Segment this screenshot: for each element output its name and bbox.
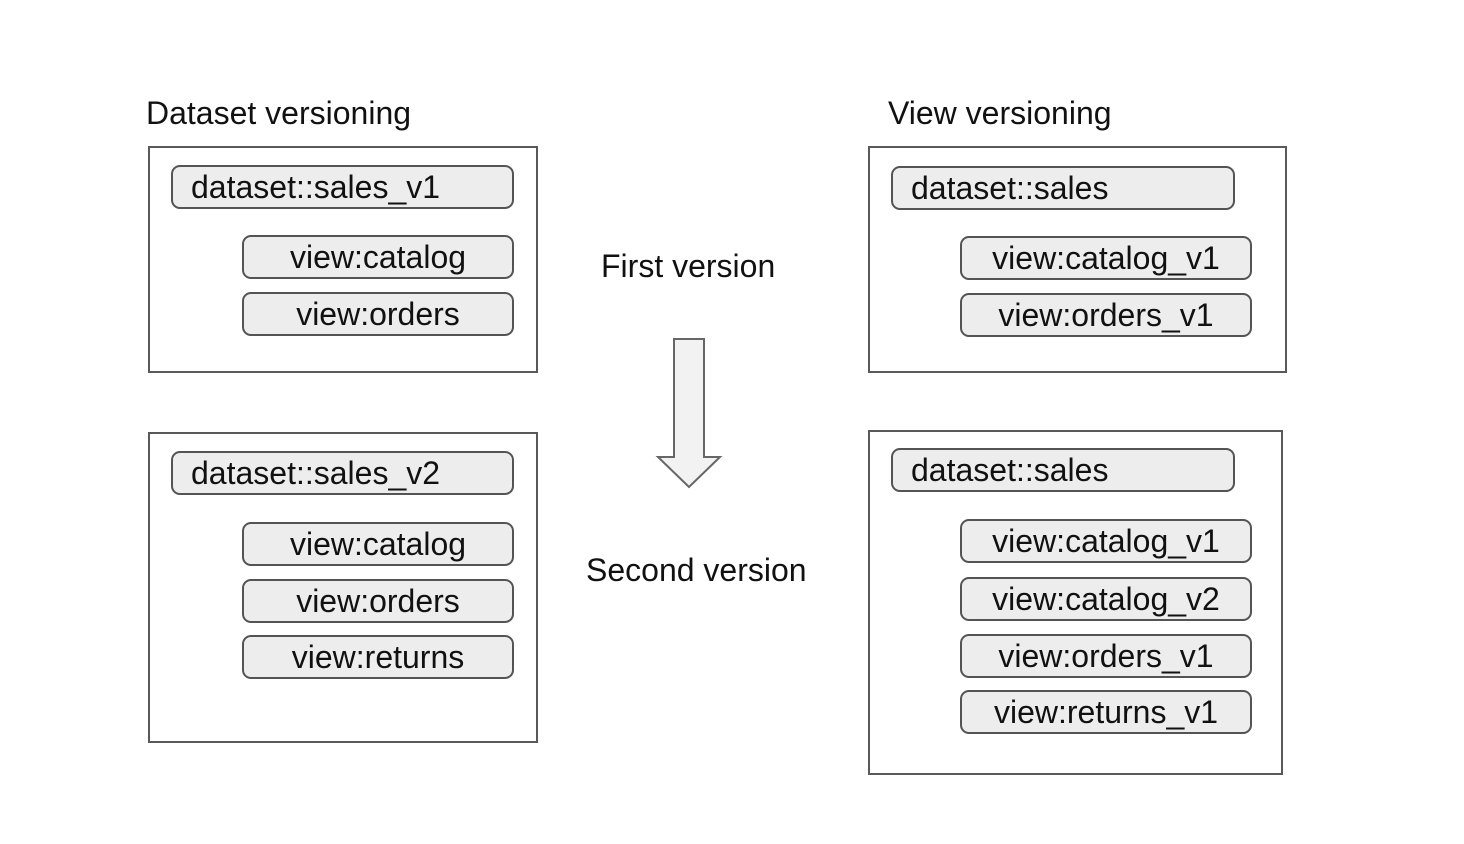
dataset-versioning-first-box: dataset::sales_v1 view:catalog view:orde…	[148, 146, 538, 373]
pill-view-catalog: view:catalog	[242, 522, 514, 566]
pill-dataset-sales-v1: dataset::sales_v1	[171, 165, 514, 209]
pill-view-catalog-v2: view:catalog_v2	[960, 577, 1252, 621]
pill-view-returns: view:returns	[242, 635, 514, 679]
pill-view-orders-v1: view:orders_v1	[960, 293, 1252, 337]
block-arrow-down-icon	[655, 337, 723, 489]
second-version-label: Second version	[586, 552, 807, 588]
pill-view-orders: view:orders	[242, 292, 514, 336]
first-version-label: First version	[601, 248, 776, 284]
pill-view-orders: view:orders	[242, 579, 514, 623]
pill-view-catalog-v1: view:catalog_v1	[960, 236, 1252, 280]
pill-dataset-sales: dataset::sales	[891, 166, 1235, 210]
dataset-versioning-second-box: dataset::sales_v2 view:catalog view:orde…	[148, 432, 538, 743]
pill-view-catalog-v1: view:catalog_v1	[960, 519, 1252, 563]
pill-view-returns-v1: view:returns_v1	[960, 690, 1252, 734]
view-versioning-first-box: dataset::sales view:catalog_v1 view:orde…	[868, 146, 1287, 373]
pill-view-catalog: view:catalog	[242, 235, 514, 279]
dataset-versioning-title: Dataset versioning	[146, 95, 412, 131]
pill-view-orders-v1: view:orders_v1	[960, 634, 1252, 678]
pill-dataset-sales-v2: dataset::sales_v2	[171, 451, 514, 495]
view-versioning-title: View versioning	[888, 95, 1112, 131]
pill-dataset-sales: dataset::sales	[891, 448, 1235, 492]
view-versioning-second-box: dataset::sales view:catalog_v1 view:cata…	[868, 430, 1283, 775]
